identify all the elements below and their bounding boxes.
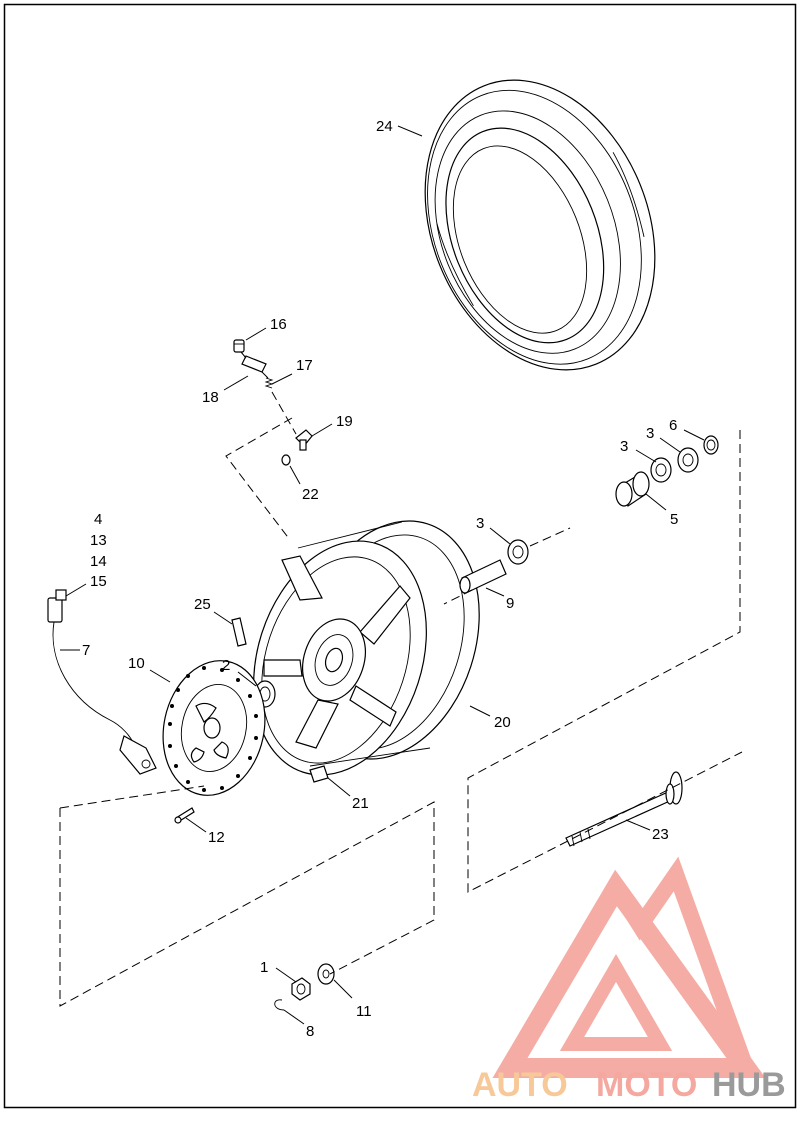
bearing-part-upper-right	[677, 447, 699, 473]
callout-labels: 24 16 17 18 19 22 3 3 6 5 3 9 4 13 14 15…	[82, 118, 678, 1040]
axle-nut-part	[291, 977, 311, 1001]
retaining-ring-part	[703, 435, 719, 455]
callout-13: 13	[90, 532, 107, 549]
callout-4: 4	[94, 511, 102, 528]
watermark-logo: AUTO MOTO HUB	[472, 856, 786, 1104]
callout-7: 7	[82, 642, 90, 659]
valve-cap-part	[233, 339, 245, 353]
washer-part	[317, 963, 335, 985]
callout-12: 12	[208, 829, 225, 846]
spacer-part	[615, 471, 650, 507]
callout-14: 14	[90, 553, 107, 570]
axle-part	[565, 771, 683, 847]
leader-lines	[60, 125, 705, 1025]
callout-16: 16	[270, 316, 287, 333]
valve-assembly-path	[225, 351, 297, 541]
assembly-path-left	[59, 801, 435, 1007]
valve-spring-part	[264, 377, 274, 389]
abs-sensor-part	[47, 589, 157, 775]
valve-nut-part	[281, 454, 291, 466]
callout-3-center: 3	[476, 515, 484, 532]
callout-9: 9	[506, 595, 514, 612]
callout-3-upper-left: 3	[620, 438, 628, 455]
callout-10: 10	[128, 655, 145, 672]
callout-3-upper-right: 3	[646, 425, 654, 442]
callout-1: 1	[260, 959, 268, 976]
callout-15: 15	[90, 573, 107, 590]
callout-23: 23	[652, 826, 669, 843]
bearing-part-upper-left	[650, 457, 672, 483]
callout-18: 18	[202, 389, 219, 406]
callout-2: 2	[222, 657, 230, 674]
tire-part	[424, 79, 656, 371]
callout-5: 5	[670, 511, 678, 528]
balance-weight-part	[231, 617, 247, 647]
assembly-path-left-top	[59, 785, 205, 809]
rotor-holes	[168, 666, 258, 792]
callout-25: 25	[194, 596, 211, 613]
watermark-logo-mark	[492, 856, 766, 1078]
cotter-clip-part	[274, 999, 285, 1011]
callout-19: 19	[336, 413, 353, 430]
callout-20: 20	[494, 714, 511, 731]
callout-24: 24	[376, 118, 393, 135]
callout-6: 6	[669, 417, 677, 434]
assembly-path-right	[467, 430, 743, 893]
rotor-screw-part	[174, 807, 195, 824]
callout-8: 8	[306, 1023, 314, 1040]
brake-rotor-part	[162, 660, 266, 796]
axle-path-right	[443, 527, 571, 605]
callout-17: 17	[296, 357, 313, 374]
callout-22: 22	[302, 486, 319, 503]
callout-21: 21	[352, 795, 369, 812]
watermark-text-auto: AUTO	[472, 1066, 568, 1104]
wheel-part	[253, 520, 480, 776]
watermark-text-hub: HUB	[712, 1066, 786, 1104]
callout-11: 11	[356, 1003, 372, 1020]
bearing-part-center	[507, 539, 529, 565]
watermark-text-moto: MOTO	[596, 1066, 697, 1104]
